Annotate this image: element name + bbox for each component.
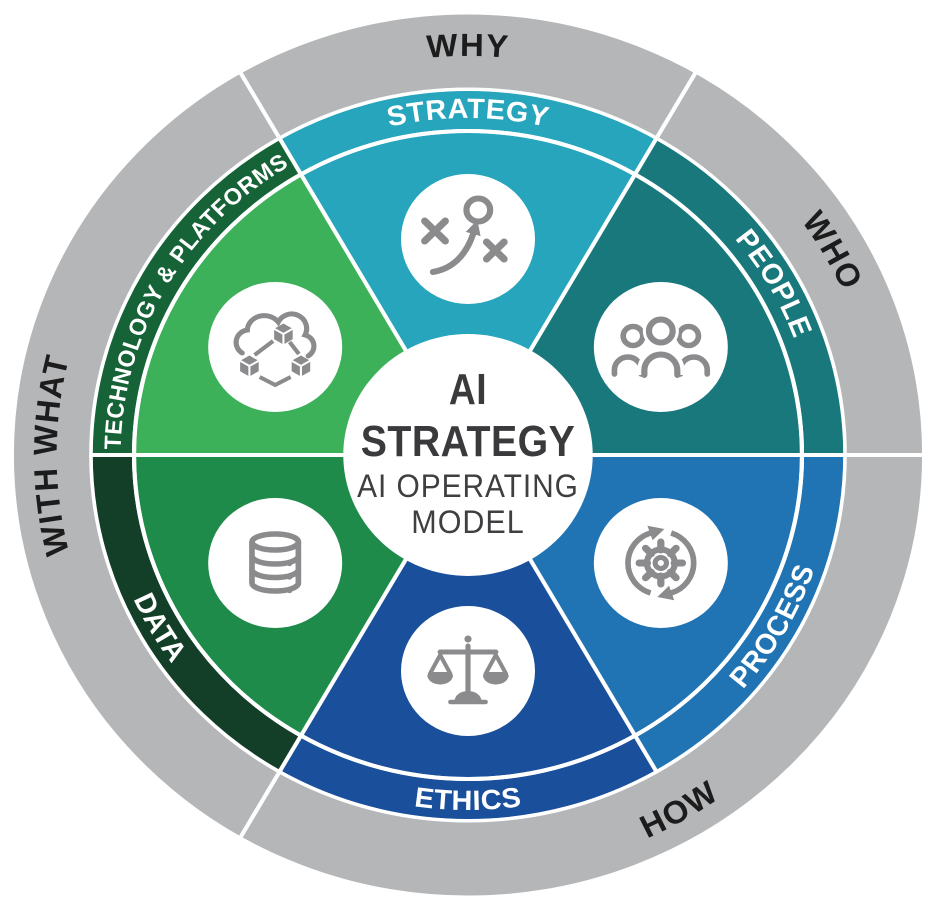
technology-icon-part [233, 311, 317, 359]
process-icon-part [670, 530, 697, 596]
technology-icon-part [239, 355, 260, 377]
technology-icon-part [273, 327, 294, 345]
band-ethics [280, 737, 656, 819]
process-icon-part [657, 585, 675, 601]
people-icon-part [620, 323, 646, 349]
process-icon-part [652, 555, 670, 571]
strategy-icon [421, 195, 508, 275]
process-icon-part [625, 530, 652, 596]
segment-divider [277, 540, 419, 773]
data-icon [249, 531, 302, 594]
strategy-icon-part [429, 231, 477, 275]
data-icon-part [249, 582, 302, 594]
center-circle [343, 334, 593, 576]
process-icon [625, 525, 697, 601]
people-icon-part [676, 323, 702, 349]
ethics-icon-part [464, 635, 472, 643]
band-process [635, 454, 844, 771]
strategy-icon-part [421, 217, 449, 245]
ethics-icon-part [482, 675, 509, 685]
center-hub: AI STRATEGY AI OPERATING MODEL [343, 334, 593, 576]
band-strategy [280, 91, 656, 173]
center-title-line1: AI [449, 366, 487, 414]
band-people [635, 139, 844, 456]
people-icon [611, 313, 711, 378]
outer-ring-divider [236, 768, 283, 843]
people-icon-part [645, 316, 676, 346]
band-technology [92, 139, 301, 456]
technology-icon [233, 311, 317, 387]
process-icon-part [643, 546, 678, 580]
data-icon-part [286, 574, 293, 580]
technology-icon-part [253, 339, 301, 387]
data-icon-part [249, 555, 302, 567]
outer-ring-divider [236, 67, 283, 142]
segment-label-ethics-textpath: ETHICS [413, 782, 523, 817]
segment-divider [517, 540, 659, 773]
data-icon-part [249, 542, 302, 583]
data-icon-part [249, 568, 302, 581]
data-icon-part [286, 587, 293, 594]
center-subtitle-line2: MODEL [411, 504, 524, 539]
technology-icon-part [239, 359, 260, 377]
technology-icon-part [291, 355, 311, 377]
ethics-icon-part [427, 675, 454, 685]
icon-circle-technology [208, 282, 343, 412]
strategy-icon-part [463, 195, 494, 225]
center-title-line2: STRATEGY [361, 418, 575, 466]
strategy-icon-part [465, 220, 481, 237]
technology-icon-part [273, 323, 294, 345]
outer-label-why: WHY [425, 27, 510, 64]
outer-label-why-textpath: WHY [425, 27, 509, 64]
segment-divider [277, 137, 419, 370]
center-subtitle-line1: AI OPERATING [357, 468, 579, 503]
ethics-icon-part [454, 691, 482, 701]
outer-ring-divider [653, 67, 700, 142]
strategy-icon-part [482, 238, 508, 263]
ethics-icon-part [483, 653, 509, 676]
technology-icon-part [291, 359, 311, 377]
segment-label-ethics: ETHICS [413, 782, 523, 817]
segment-divider [517, 137, 659, 370]
band-data [92, 454, 301, 771]
ethics-icon-part [427, 653, 453, 676]
process-icon-part [647, 525, 665, 541]
data-icon-part [286, 560, 293, 567]
people-icon-part [641, 351, 681, 378]
ethics-icon [427, 635, 509, 705]
